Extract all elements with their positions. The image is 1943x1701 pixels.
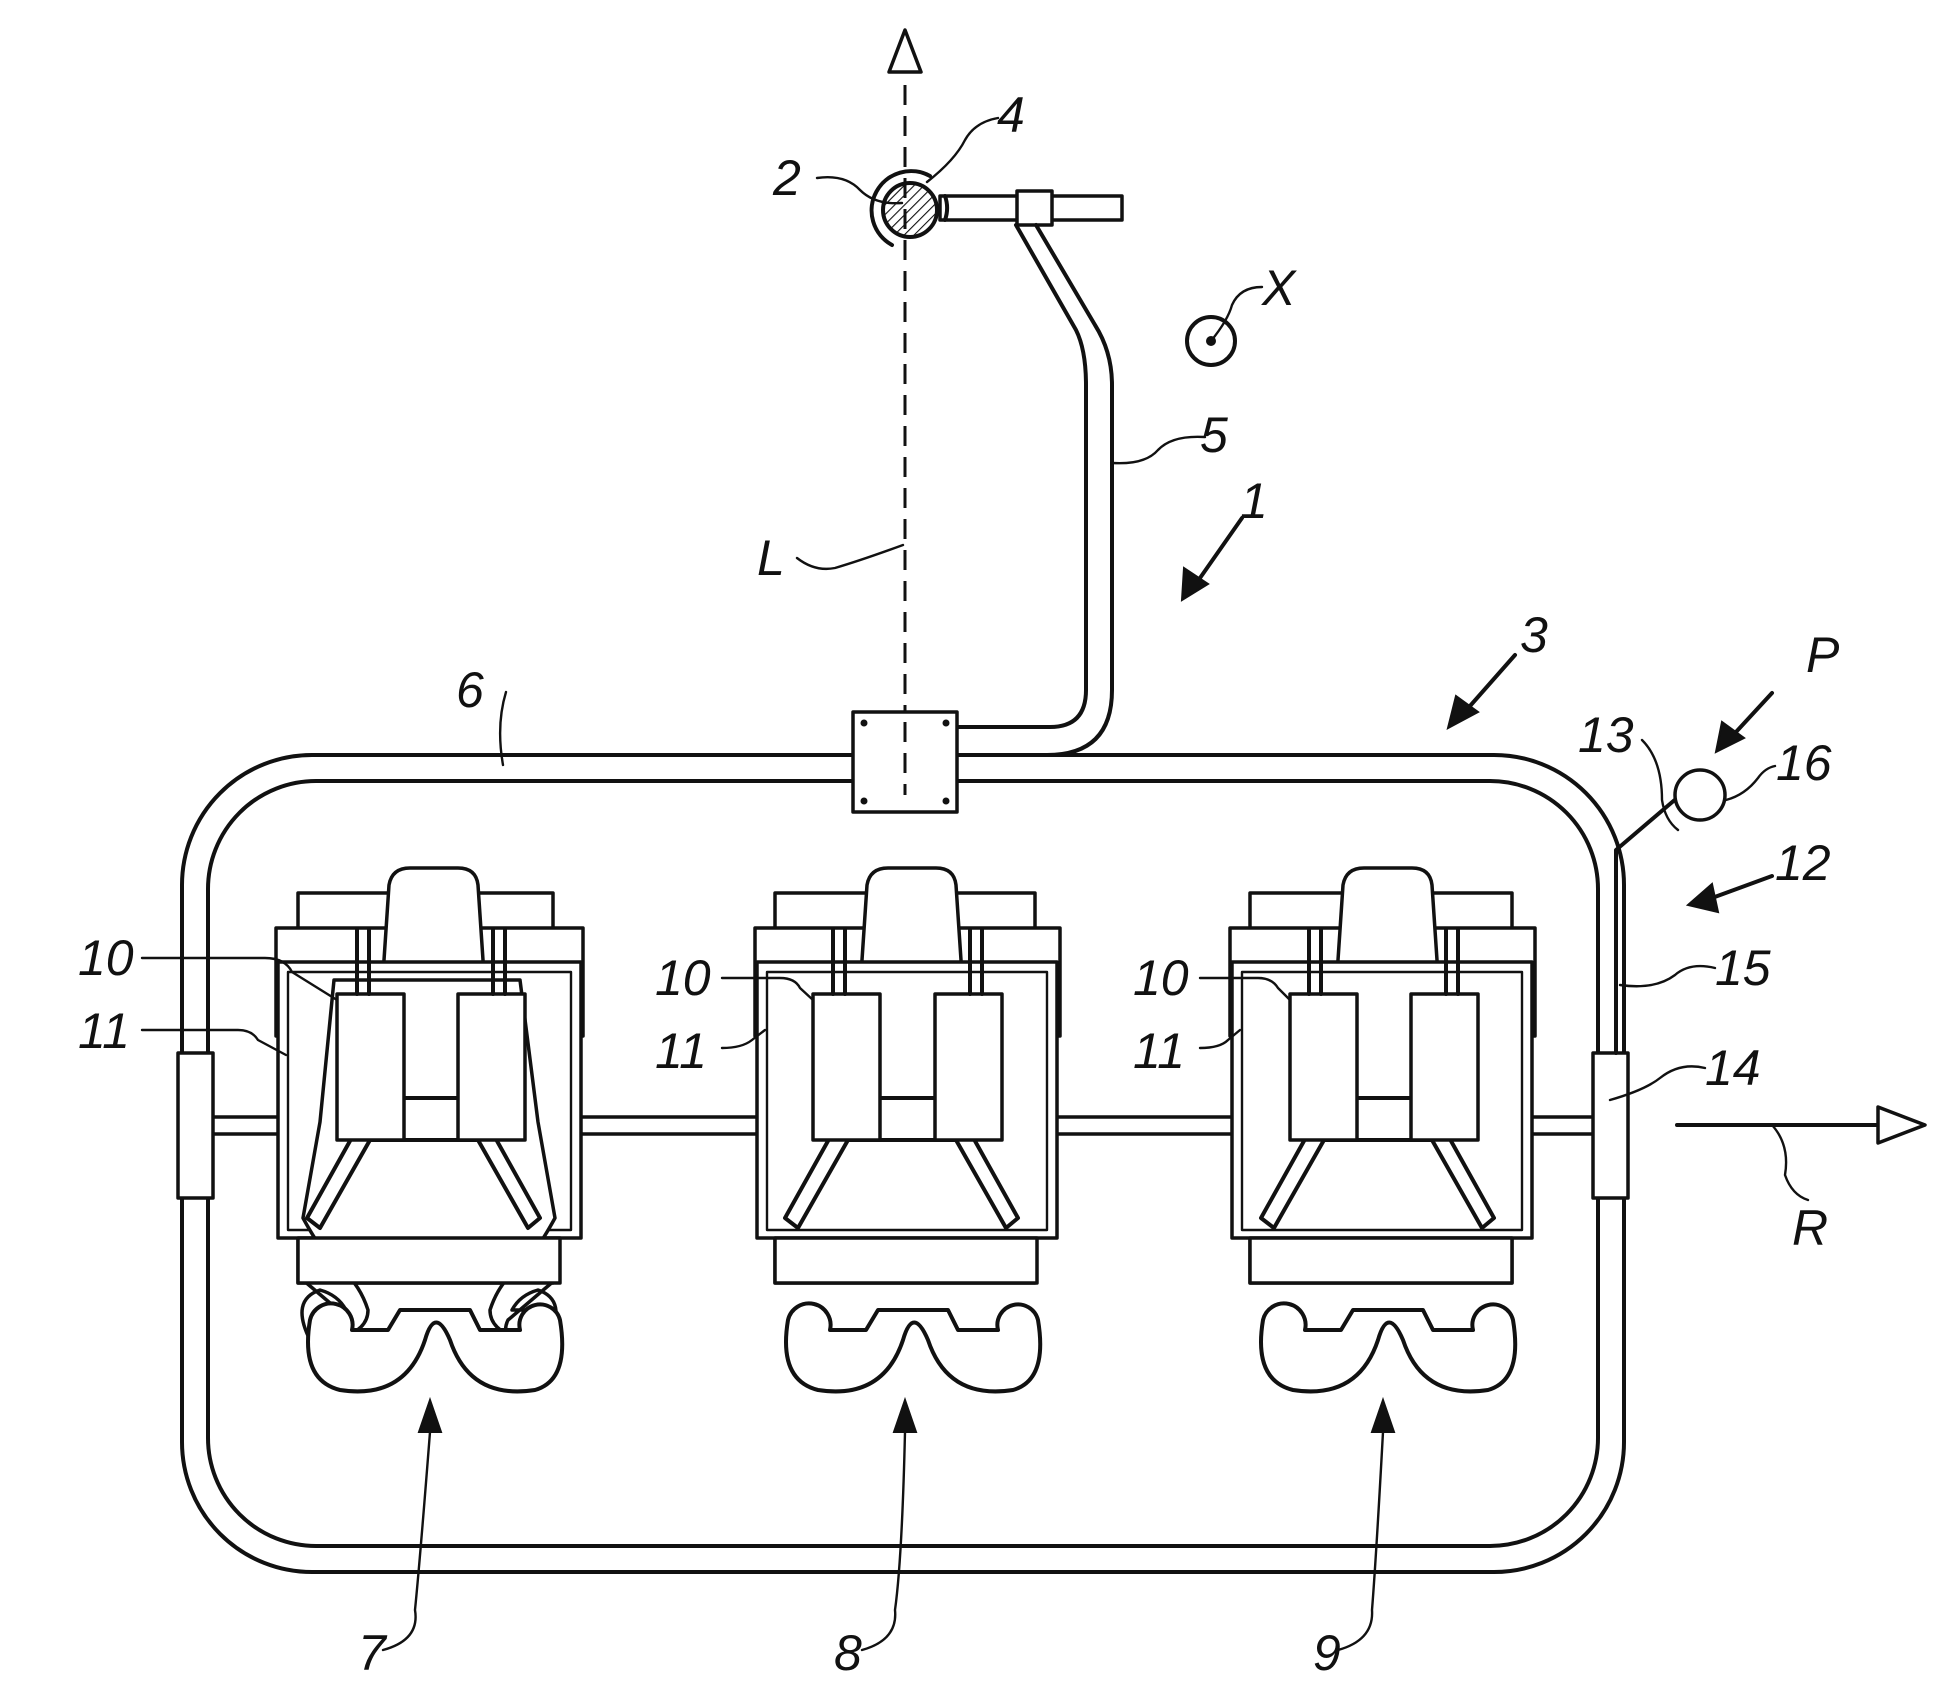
clamp-ring [945,196,947,220]
seat-bottom-plate [1250,1238,1512,1283]
label-1: 1 [1240,473,1268,529]
label-11-seat7: 11 [78,1003,130,1059]
lever-13 [1616,792,1684,878]
leader-7 [383,1432,430,1650]
leader-13 [1642,740,1678,830]
seat-8 [755,868,1060,1391]
label-l: L [757,530,785,586]
label-12: 12 [1775,835,1831,891]
arrow-12-head [1688,884,1718,912]
direction-r-arrowhead [1878,1107,1925,1143]
label-14: 14 [1705,1040,1761,1096]
seat-pad-right [1411,994,1478,1140]
arrow-1-shaft [1200,518,1242,578]
leader-4 [927,118,998,182]
leader-8 [862,1432,905,1650]
label-10-seat9: 10 [1133,950,1189,1006]
label-10-seat7: 10 [78,930,134,986]
arrow-8-head [894,1400,916,1432]
bolt [861,720,868,727]
seat-pad-left [813,994,880,1140]
label-9: 9 [1313,1625,1341,1681]
axis-l-arrowhead [889,30,921,72]
arrow-9-head [1372,1400,1394,1432]
seat-cushion [786,1303,1040,1391]
label-5: 5 [1200,407,1228,463]
bolt [943,798,950,805]
leader-9 [1338,1432,1383,1650]
left-sleeve [178,1053,213,1198]
label-p: P [1806,627,1840,683]
label-3: 3 [1520,607,1548,663]
seat-bottom-plate [775,1238,1037,1283]
label-16: 16 [1776,735,1832,791]
hanger-5-inner [958,225,1086,727]
hanger-joint-block [1017,191,1052,225]
right-sleeve-14 [1593,1053,1628,1198]
leader-11-seat7 [142,1030,286,1055]
knob-16 [1675,770,1725,820]
arrow-7-head [419,1400,441,1432]
label-10-seat8: 10 [655,950,711,1006]
leader-16 [1726,766,1775,800]
leader-5 [1112,437,1205,463]
leader-x [1211,287,1262,341]
arrow-12-shaft [1712,876,1772,898]
seat-bottom-plate [298,1238,560,1283]
bolt [943,720,950,727]
seat-cushion [308,1303,562,1391]
hanger-5-outer [958,225,1112,755]
label-11-seat9: 11 [1133,1023,1185,1079]
leader-l [797,545,903,569]
cable-2-section [883,183,937,237]
bolt [861,798,868,805]
seat-7 [276,868,583,1391]
label-x: X [1261,260,1297,316]
label-7: 7 [358,1625,388,1681]
label-15: 15 [1715,940,1771,996]
label-13: 13 [1578,707,1634,763]
seat-cushion [1261,1303,1515,1391]
seat-9 [1230,868,1535,1391]
label-r: R [1792,1200,1828,1256]
leader-15 [1620,966,1715,986]
arrow-3-shaft [1470,655,1515,706]
arrow-p-shaft [1736,693,1772,732]
seat-pad-right [458,994,525,1140]
label-2: 2 [772,150,801,206]
label-6: 6 [456,662,484,718]
label-8: 8 [834,1625,862,1681]
seat-pad-right [935,994,1002,1140]
leader-r [1772,1125,1808,1200]
seat-pad-left [1290,994,1357,1140]
label-4: 4 [997,87,1025,143]
seat-pad-left [337,994,404,1140]
label-11-seat8: 11 [655,1023,707,1079]
